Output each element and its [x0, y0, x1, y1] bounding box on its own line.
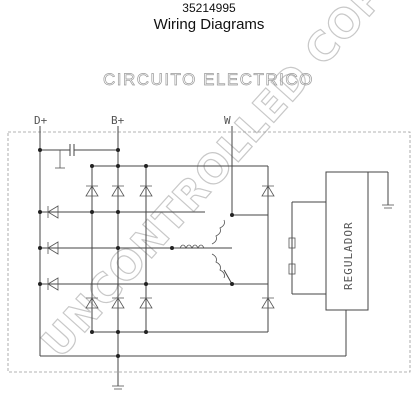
terminal-w-label: W — [224, 114, 231, 127]
junction-dots — [38, 148, 234, 358]
brushes — [288, 201, 326, 295]
part-number: 35214995 — [182, 1, 236, 15]
page-title: Wiring Diagrams — [153, 16, 265, 33]
terminal-b-plus-label: B+ — [111, 114, 125, 127]
diagram-heading: CIRCUITO ELECTRICO — [103, 70, 314, 89]
field-diodes — [232, 166, 275, 332]
watermark: UNCONTROLLED COPY — [33, 0, 414, 367]
housing-frame — [7, 131, 411, 373]
terminal-d-plus-label: D+ — [34, 114, 48, 127]
exciter-diodes — [40, 205, 232, 291]
regulator-label: REGULADOR — [342, 221, 355, 290]
regulator-box — [325, 171, 369, 311]
stator-windings — [118, 211, 233, 285]
